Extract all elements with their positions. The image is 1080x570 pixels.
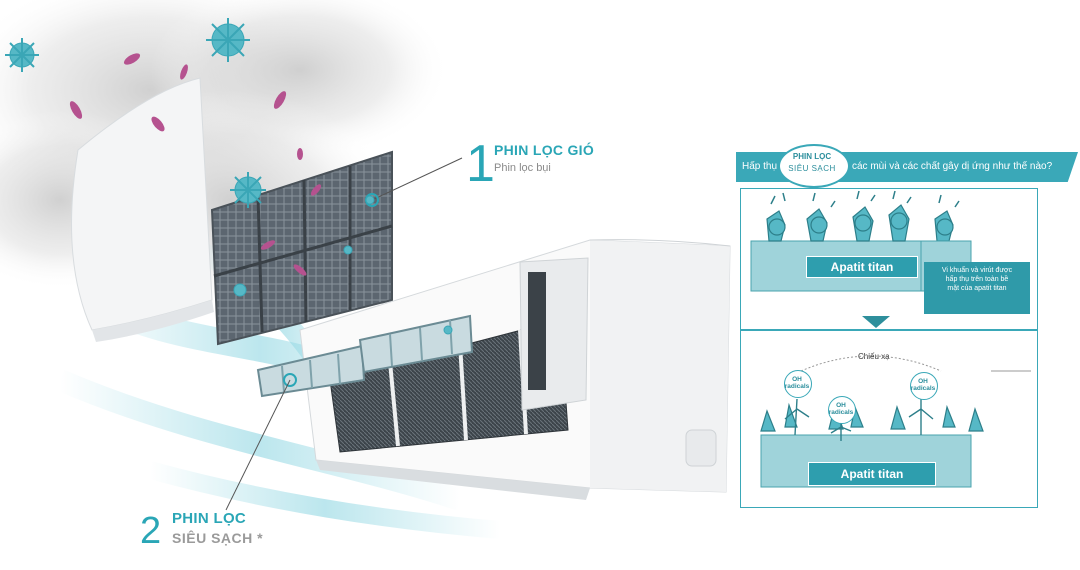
callout-1-subtitle: Phin lọc bụi (494, 162, 551, 174)
step-2-apatite-label: Apatit titan (808, 462, 936, 486)
note-line: mặt của apatit titan (947, 285, 1007, 292)
bacteria-icon (69, 53, 322, 276)
filter-badge (778, 144, 850, 188)
callout-2-title: PHIN LỌC (172, 510, 247, 527)
arrow-down-icon (862, 316, 890, 328)
oh-label-line: OH (792, 376, 802, 383)
indoor-unit (299, 239, 731, 500)
oh-label-line: OH (918, 378, 928, 385)
badge-line-2: SIÊU SẠCH (788, 164, 836, 173)
oh-radical-icon (784, 370, 812, 398)
banner-text-left: Hấp thụ (742, 161, 778, 172)
banner-text-right: các mùi và các chất gây dị ứng như thế n… (852, 161, 1053, 172)
virus-icon (5, 18, 453, 335)
note-line: Vi khuẩn và virút được (941, 267, 1013, 274)
oh-radical-label: OH radicals (908, 378, 938, 392)
oh-label-line: radicals (910, 385, 936, 392)
badge-line-1: PHIN LỌC (792, 152, 832, 161)
callout-1-title: PHIN LỌC GIÓ (494, 142, 595, 158)
callout-1-number: 1 (466, 135, 495, 193)
note-line: hấp thụ trên toàn bề (945, 276, 1009, 283)
oh-radical-label: OH radicals (826, 402, 856, 416)
oh-label-line: OH (836, 402, 846, 409)
callout-2-subtitle: SIÊU SẠCH * (172, 530, 264, 546)
oh-label-line: radicals (784, 383, 810, 390)
oh-radical-icon (828, 396, 856, 424)
oh-radical-label: OH radicals (782, 376, 812, 390)
front-cover (71, 77, 213, 331)
irradiation-caption: Chiếu xạ (858, 352, 890, 361)
oh-radical-icon (910, 372, 938, 400)
step-1-apatite-label: Apatit titan (806, 256, 918, 278)
step-1-note: Vi khuẩn và virút được hấp thụ trên toàn… (924, 262, 1030, 314)
callout-2-number: 2 (140, 510, 162, 552)
oh-label-line: radicals (828, 409, 854, 416)
